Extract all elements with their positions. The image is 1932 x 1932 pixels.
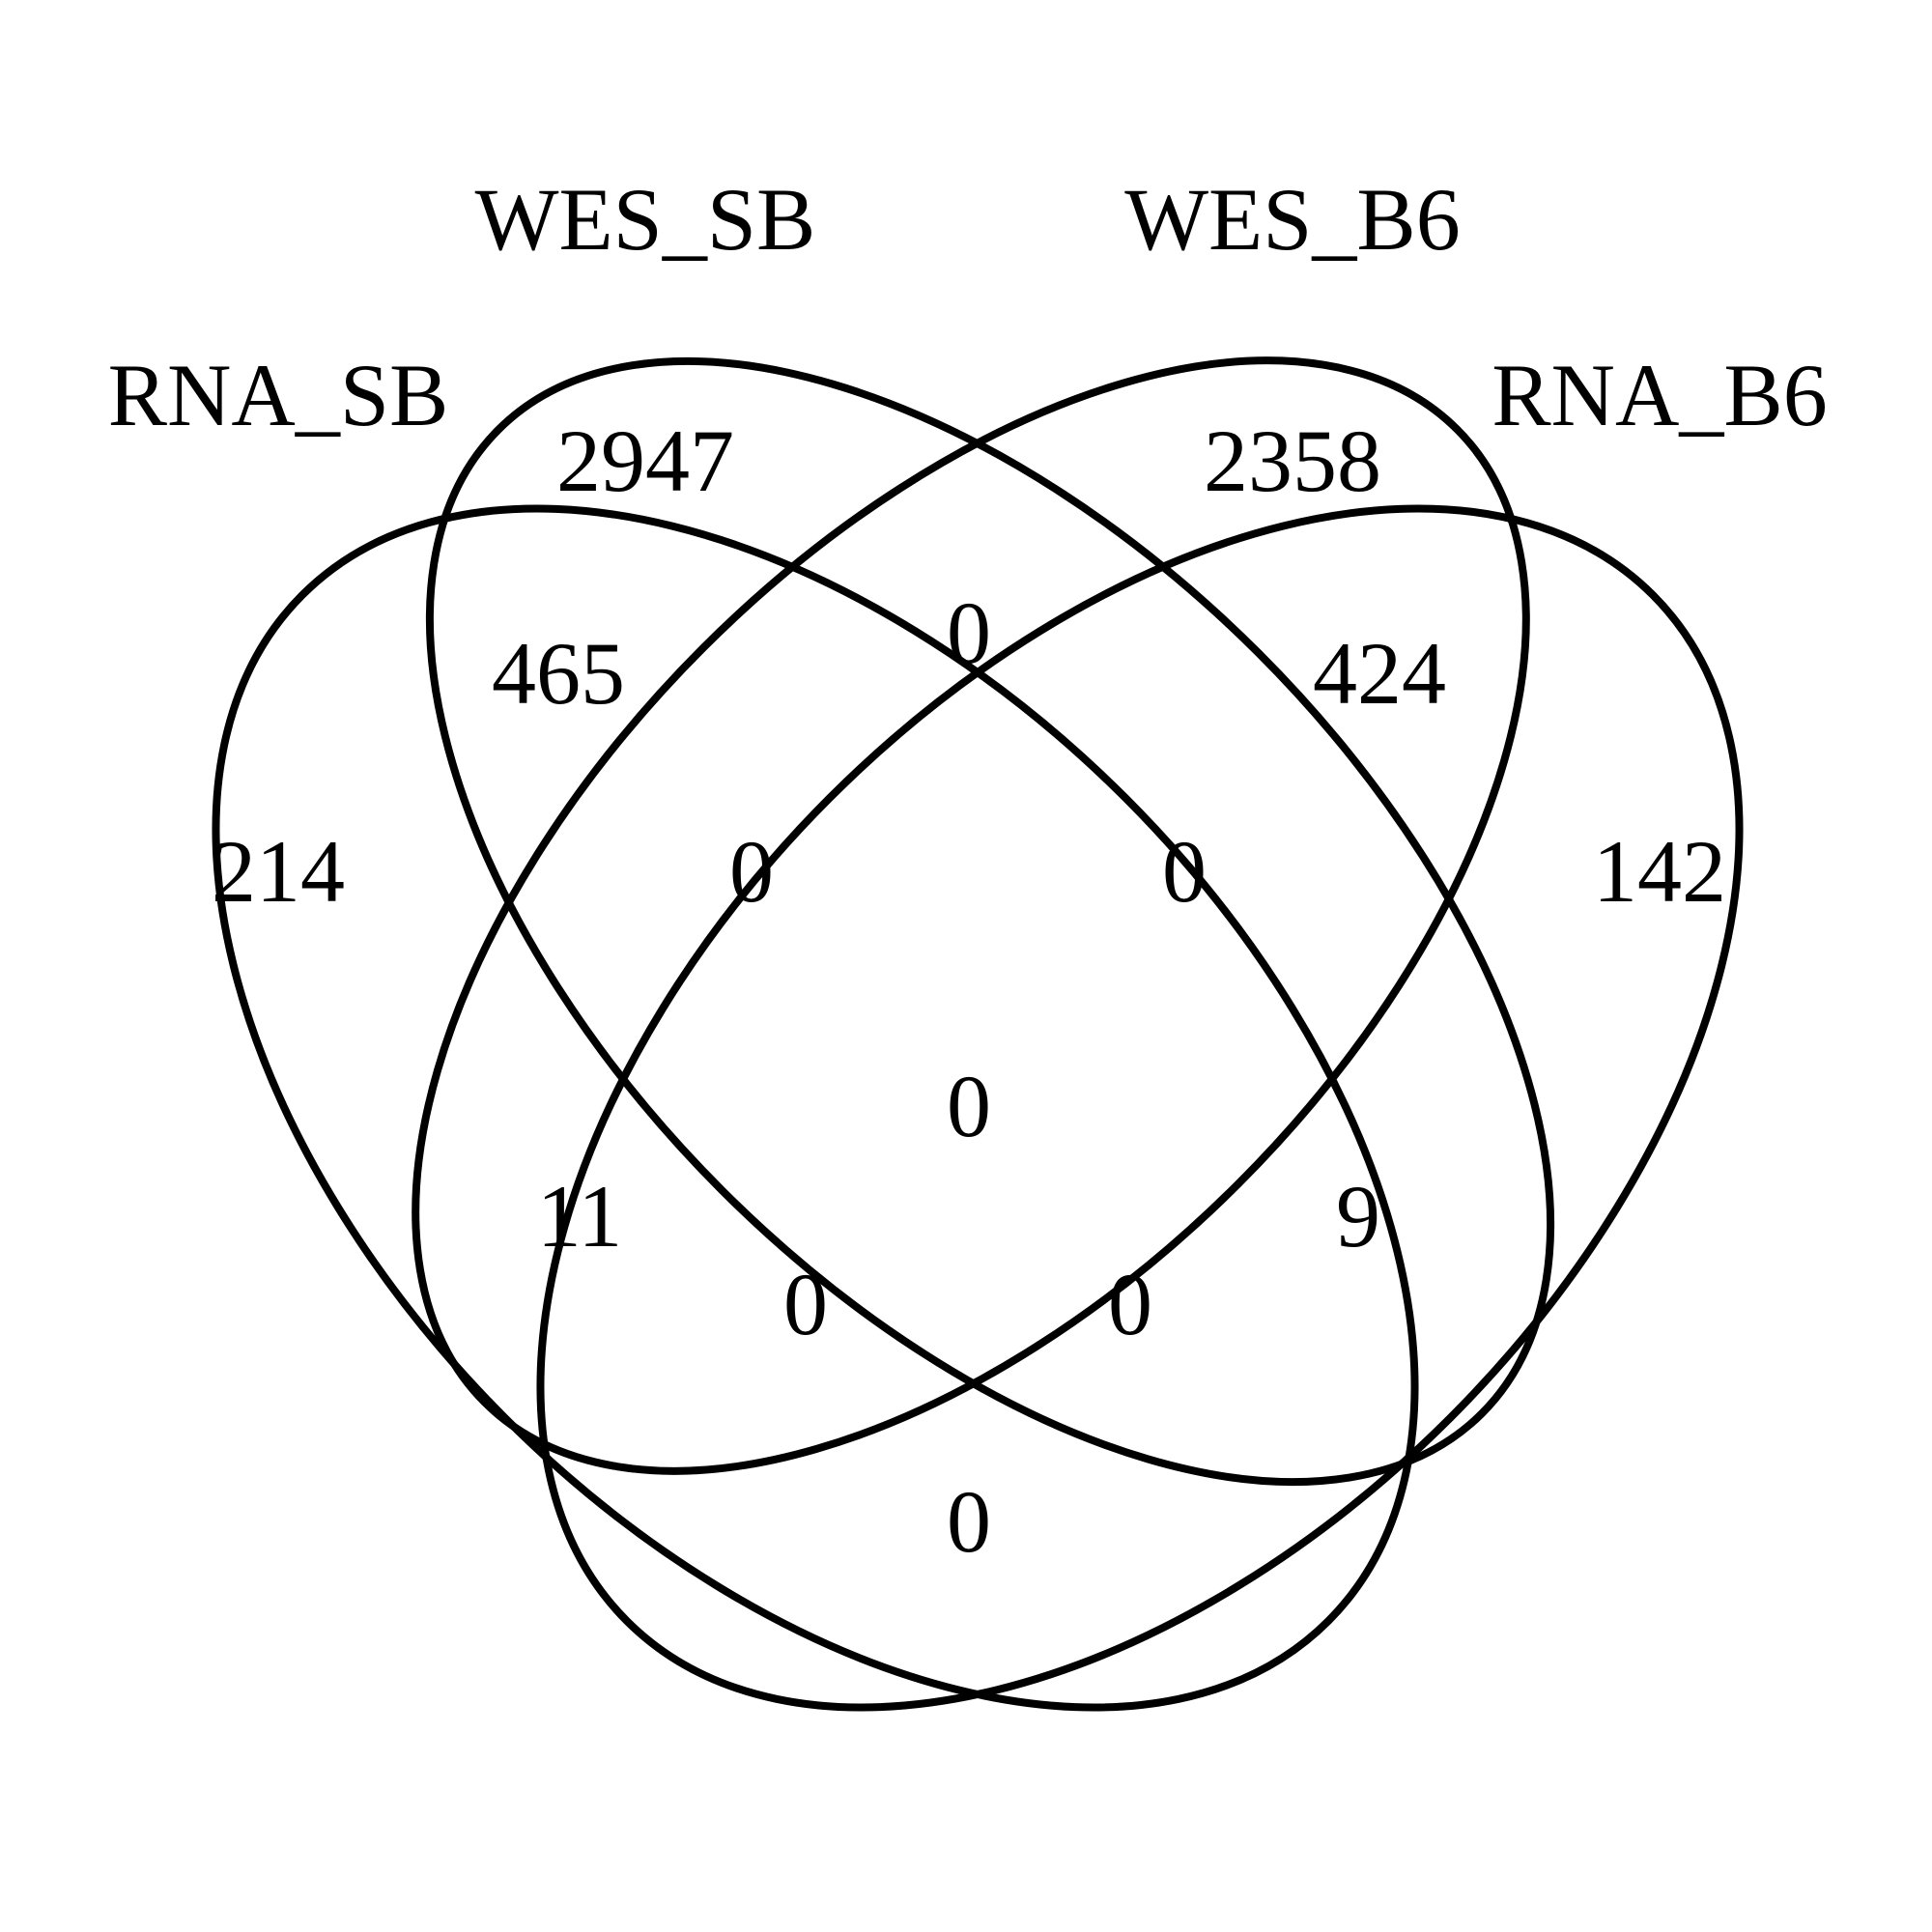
region-count-rna-sb-wes-b6-rna-b6: 0 bbox=[783, 1255, 828, 1353]
region-count-wes-sb-wes-b6-rna-b6: 0 bbox=[1162, 822, 1207, 921]
set-label-rna-sb: RNA_SB bbox=[108, 346, 449, 444]
region-count-all-four: 0 bbox=[947, 1057, 991, 1155]
ellipse-wes-b6 bbox=[412, 356, 1530, 1475]
set-label-rna-b6: RNA_B6 bbox=[1492, 346, 1828, 444]
region-count-rna-sb-wes-sb-rna-b6: 0 bbox=[1108, 1255, 1152, 1353]
set-label-wes-sb: WES_SB bbox=[475, 170, 816, 269]
ellipse-wes-sb bbox=[425, 356, 1555, 1487]
region-count-wes-b6-only: 2358 bbox=[1204, 412, 1381, 510]
region-count-wes-sb-rna-b6: 9 bbox=[1336, 1167, 1380, 1265]
set-label-wes-b6: WES_B6 bbox=[1124, 170, 1461, 269]
region-count-rna-b6-only: 142 bbox=[1593, 822, 1726, 921]
region-count-rna-sb-wes-sb: 465 bbox=[492, 624, 625, 723]
region-count-rna-sb-rna-b6: 0 bbox=[947, 1472, 991, 1571]
region-count-wes-sb-wes-b6: 0 bbox=[947, 583, 991, 682]
region-count-rna-sb-wes-sb-wes-b6: 0 bbox=[729, 822, 774, 921]
region-count-rna-sb-only: 214 bbox=[212, 822, 345, 921]
region-count-wes-b6-rna-b6: 424 bbox=[1313, 624, 1446, 723]
ellipse-rna-b6 bbox=[536, 504, 1744, 1712]
region-count-wes-sb-only: 2947 bbox=[556, 412, 734, 510]
ellipse-rna-sb bbox=[212, 504, 1419, 1712]
region-count-rna-sb-wes-b6: 11 bbox=[537, 1167, 623, 1265]
